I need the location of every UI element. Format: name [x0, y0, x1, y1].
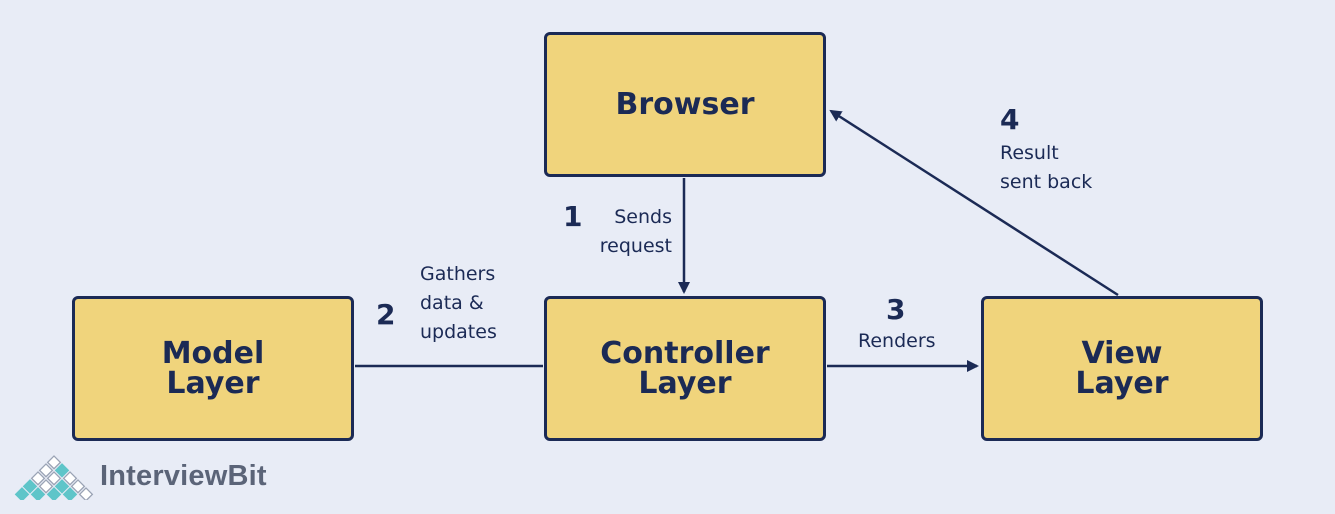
step-2-label-line-2: data & — [420, 292, 484, 314]
controller-layer-box: Controller Layer — [544, 296, 826, 441]
view-layer-box: View Layer — [981, 296, 1263, 441]
browser-box: Browser — [544, 32, 826, 177]
step-3-label-line-1: Renders — [858, 330, 936, 352]
interviewbit-logo: InterviewBit — [14, 452, 267, 500]
browser-box-label: Browser — [615, 86, 755, 122]
step-2-number: 2 — [376, 298, 396, 331]
controller-layer-label-line-1: Controller — [600, 335, 770, 371]
step-3-label: Renders — [858, 327, 936, 356]
model-layer-label-line-2: Layer — [166, 365, 260, 401]
view-layer-label-line-2: Layer — [1075, 365, 1169, 401]
step-4-number: 4 — [1000, 103, 1020, 136]
step-4-label-line-2: sent back — [1000, 171, 1093, 193]
step-1-label: Sends request — [590, 203, 672, 261]
interviewbit-logo-text: InterviewBit — [100, 459, 267, 492]
view-layer-label-line-1: View — [1081, 335, 1163, 371]
step-2-label-line-3: updates — [420, 321, 497, 343]
step-4-label-line-1: Result — [1000, 142, 1059, 164]
step-4-label: Result sent back — [1000, 139, 1092, 197]
step-2-label: Gathers data & updates — [420, 260, 497, 347]
step-1-number: 1 — [563, 200, 583, 233]
model-layer-label-line-1: Model — [161, 335, 265, 371]
arrow-view-to-browser — [829, 109, 1119, 297]
step-1-label-line-2: request — [599, 235, 672, 257]
step-1-label-line-1: Sends — [614, 206, 672, 228]
controller-layer-label-line-2: Layer — [638, 365, 732, 401]
interviewbit-logo-mark-icon — [14, 455, 94, 500]
step-3-number: 3 — [886, 293, 906, 326]
model-layer-box: Model Layer — [72, 296, 354, 441]
step-2-label-line-1: Gathers — [420, 263, 496, 285]
